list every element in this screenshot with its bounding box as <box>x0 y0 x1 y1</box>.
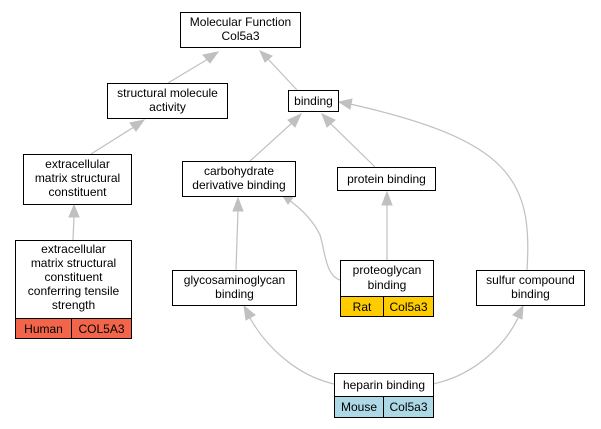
tag-mouse-gene: Col5a3 <box>389 400 427 414</box>
node-binding[interactable]: binding <box>288 90 339 112</box>
node-structural-molecule-activity-line-2: activity <box>149 100 186 114</box>
edge-ecm-tensile-to-ecm-structural <box>72 215 75 241</box>
edge-carbohydrate-to-binding-arrowhead <box>287 112 303 128</box>
edge-proteoglycan-to-protein-arrowhead <box>381 190 393 206</box>
node-ecm-structural-constituent-line-2: matrix structural <box>35 171 120 185</box>
edges <box>68 50 529 385</box>
edge-heparin-to-gag-arrowhead <box>243 304 256 321</box>
node-carbohydrate-derivative-binding-line-2: derivative binding <box>192 178 285 192</box>
edge-ecm-structural-to-structural <box>90 126 135 155</box>
node-structural-molecule-activity-box <box>107 83 228 119</box>
node-heparin-binding-label: heparin binding <box>343 378 425 392</box>
node-sulfur-compound-binding[interactable]: sulfur compound binding <box>476 270 585 306</box>
node-glycosaminoglycan-binding-box <box>172 270 297 306</box>
tag-human-species: Human <box>24 322 63 336</box>
edge-protein-to-binding-arrowhead <box>321 113 336 128</box>
node-proteoglycan-binding-line-1: proteoglycan <box>353 263 422 277</box>
node-protein-binding-box <box>337 167 436 191</box>
node-ecm-tensile-strength-line-2: matrix structural <box>31 256 116 270</box>
edge-ecm-structural-to-structural-arrowhead <box>129 119 146 132</box>
node-proteoglycan-binding[interactable]: proteoglycan binding Rat Col5a3 <box>340 260 434 317</box>
node-protein-binding[interactable]: protein binding <box>337 167 436 191</box>
node-heparin-binding[interactable]: heparin binding Mouse Col5a3 <box>334 373 434 418</box>
node-protein-binding-label: protein binding <box>347 172 426 186</box>
edge-gag-to-carbohydrate-arrowhead <box>232 196 244 212</box>
node-sulfur-compound-binding-box <box>476 270 585 306</box>
node-structural-molecule-activity[interactable]: structural molecule activity <box>107 83 228 119</box>
node-molecular-function[interactable]: Molecular Function Col5a3 <box>180 12 301 48</box>
nodes: Molecular Function Col5a3 structural mol… <box>15 12 585 418</box>
edge-heparin-to-sulfur <box>432 317 519 385</box>
node-sulfur-compound-binding-line-2: binding <box>511 287 550 301</box>
edge-ecm-tensile-to-ecm-structural-arrowhead <box>68 203 80 218</box>
node-molecular-function-box <box>180 12 301 48</box>
node-ecm-tensile-strength[interactable]: extracellular matrix structural constitu… <box>15 240 132 339</box>
tag-rat-species: Rat <box>353 300 372 314</box>
node-carbohydrate-derivative-binding-box <box>182 161 296 197</box>
node-ecm-structural-constituent[interactable]: extracellular matrix structural constitu… <box>23 154 132 205</box>
edge-heparin-to-sulfur-arrowhead <box>512 304 524 320</box>
edge-carbohydrate-to-binding <box>249 122 293 162</box>
node-ecm-structural-constituent-line-1: extracellular <box>45 157 110 171</box>
tag-rat-gene-box <box>383 296 434 317</box>
node-glycosaminoglycan-binding-line-2: binding <box>215 287 254 301</box>
node-ecm-tensile-strength-box <box>15 240 132 319</box>
edge-structural-to-root <box>167 58 209 84</box>
node-glycosaminoglycan-binding[interactable]: glycosaminoglycan binding <box>172 270 297 306</box>
node-structural-molecule-activity-line-1: structural molecule <box>117 86 218 100</box>
node-ecm-tensile-strength-line-1: extracellular <box>41 242 106 256</box>
edge-sulfur-to-binding-arrowhead <box>337 98 353 110</box>
node-ecm-tensile-strength-line-3: constituent <box>44 270 103 284</box>
edge-proteoglycan-to-carbohydrate <box>288 199 341 281</box>
node-ecm-structural-constituent-box <box>23 154 132 205</box>
edge-binding-to-root <box>267 58 298 91</box>
node-glycosaminoglycan-binding-line-1: glycosaminoglycan <box>184 273 285 287</box>
node-ecm-structural-constituent-line-3: constituent <box>48 185 107 199</box>
edge-sulfur-to-binding <box>349 103 529 271</box>
tag-human-gene-box <box>71 318 132 339</box>
node-ecm-tensile-strength-line-4: conferring tensile <box>28 284 120 298</box>
edge-binding-to-root-arrowhead <box>259 50 273 63</box>
node-binding-box <box>288 90 339 112</box>
tag-rat-gene: Col5a3 <box>389 300 427 314</box>
edge-gag-to-carbohydrate <box>235 209 239 271</box>
node-ecm-tensile-strength-line-5: strength <box>52 298 95 312</box>
edge-structural-to-root-arrowhead <box>202 51 220 64</box>
edge-protein-to-binding <box>329 122 376 168</box>
node-proteoglycan-binding-line-2: binding <box>368 278 407 292</box>
node-sulfur-compound-binding-line-1: sulfur compound <box>486 273 575 287</box>
node-proteoglycan-binding-box <box>340 260 434 297</box>
node-carbohydrate-derivative-binding[interactable]: carbohydrate derivative binding <box>182 161 296 197</box>
node-carbohydrate-derivative-binding-line-1: carbohydrate <box>204 164 274 178</box>
tag-mouse-gene-box <box>383 396 434 418</box>
node-binding-label: binding <box>294 94 333 108</box>
tag-human-gene: COL5A3 <box>78 322 124 336</box>
edge-heparin-to-gag <box>249 317 335 385</box>
node-molecular-function-line-1: Molecular Function <box>190 15 291 29</box>
tag-mouse-species: Mouse <box>341 400 377 414</box>
node-molecular-function-line-2: Col5a3 <box>221 29 259 43</box>
